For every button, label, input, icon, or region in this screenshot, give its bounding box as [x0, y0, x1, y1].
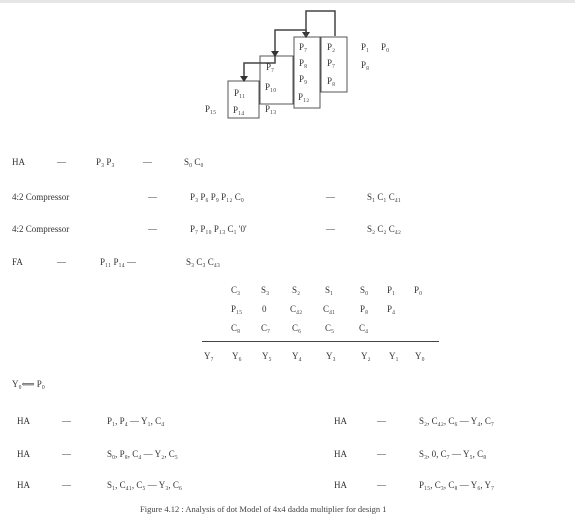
- dot-loose-2: P₈: [361, 60, 369, 70]
- step-1-dash: —: [57, 157, 66, 167]
- step-4-dash: —: [57, 257, 66, 267]
- sum-rule: [202, 341, 439, 342]
- step-4-inputs: P₁₁ P₁₄ —: [100, 257, 137, 267]
- dot-loose-0: P₁: [361, 42, 369, 52]
- result-y2: Y₂: [361, 351, 371, 361]
- final-left-2-op: HA: [17, 449, 30, 459]
- step-4-outputs: S₃ C₃ C₄₃: [186, 257, 221, 267]
- step-3-outputs: S₂ C₂ C₄₂: [367, 224, 402, 234]
- final-left-1-expr: P₁, P₄ — Y₁, C₄: [107, 416, 165, 426]
- step-1-op: HA: [12, 157, 25, 167]
- result-y1: Y₁: [389, 351, 399, 361]
- step-2-dash-2: —: [326, 192, 335, 202]
- step-1-outputs: S₀ C₀: [184, 157, 204, 167]
- result-y0: Y₀: [415, 351, 425, 361]
- column-box-2: [320, 36, 348, 93]
- dot-c3-1: P₁₀: [265, 82, 276, 92]
- final-left-3-op: HA: [17, 480, 30, 490]
- step-1-inputs: P₃ P₃: [96, 157, 115, 167]
- final-left-3-expr: S₁, C₄₁, C₅ — Y₃, C₆: [107, 480, 183, 490]
- step-1-dash-2: —: [143, 157, 152, 167]
- result-y3: Y₃: [326, 351, 336, 361]
- matrix-r3-c2: C₇: [261, 323, 271, 333]
- dot-c3-0: P₇: [266, 62, 274, 72]
- result-y5: Y₅: [262, 351, 272, 361]
- final-right-3-op: HA: [334, 480, 347, 490]
- column-box-3: [259, 55, 294, 105]
- matrix-r3-c1: C₈: [231, 323, 241, 333]
- top-border: [0, 0, 575, 3]
- matrix-r3-c3: C₆: [292, 323, 302, 333]
- step-2-inputs: P₃ P₆ P₉ P₁₂ C₀: [190, 192, 244, 202]
- arrow-line-3: [243, 56, 276, 80]
- y0-assignment: Y₀⟸ P₀: [12, 379, 45, 389]
- step-3-op: 4:2 Compressor: [12, 224, 70, 234]
- dot-loose-1: P₀: [381, 42, 389, 52]
- step-3-dash-2: —: [326, 224, 335, 234]
- step-3-inputs: P₇ P₁₀ P₁₃ C₁ '0': [190, 224, 247, 234]
- matrix-r1-c6: P₁: [387, 285, 396, 295]
- matrix-r2-c3: C₄₂: [290, 304, 303, 314]
- step-2-outputs: S₁ C₁ C₄₁: [367, 192, 402, 202]
- final-right-2-expr: S₃, 0, C₇ — Y₅, C₈: [419, 449, 487, 459]
- matrix-r1-c2: S₃: [261, 285, 270, 295]
- arrowhead-2: [271, 51, 279, 57]
- final-right-2-op: HA: [334, 449, 347, 459]
- column-box-1: [293, 36, 321, 109]
- result-y4: Y₄: [292, 351, 302, 361]
- matrix-r3-c4: C₅: [325, 323, 335, 333]
- dot-c1-0: P₇: [299, 42, 307, 52]
- dot-c4-0: P₁₁: [234, 88, 245, 98]
- matrix-r2-c6: P₄: [387, 304, 396, 314]
- final-right-3-expr: P₁₅, C₃, C₈ — Y₆, Y₇: [419, 480, 495, 490]
- final-left-1-dash: —: [62, 416, 71, 426]
- dot-c1-2: P₉: [299, 74, 307, 84]
- step-3-dash: —: [148, 224, 157, 234]
- matrix-r1-c5: S₀: [360, 285, 369, 295]
- dot-c3-2: P₁₃: [265, 104, 276, 114]
- final-left-3-dash: —: [62, 480, 71, 490]
- matrix-r2-c5: P₈: [360, 304, 369, 314]
- figure-caption: Figure 4.12 : Analysis of dot Model of 4…: [140, 504, 387, 514]
- step-2-dash: —: [148, 192, 157, 202]
- arrow-line-1: [305, 10, 336, 36]
- final-left-2-expr: S₀, P₈, C₄ — Y₂, C₅: [107, 449, 178, 459]
- matrix-r2-c2: 0: [262, 304, 267, 314]
- result-y6: Y₆: [232, 351, 242, 361]
- dot-c1-3: P₁₂: [298, 92, 309, 102]
- final-right-1-expr: S₂, C₄₂, C₆ — Y₄, C₇: [419, 416, 495, 426]
- arrow-line-2: [274, 29, 307, 55]
- dot-loose-3: P₁₅: [205, 104, 216, 114]
- matrix-r2-c1: P₁₅: [231, 304, 243, 314]
- dot-c1-1: P₈: [299, 58, 307, 68]
- step-4-op: FA: [12, 257, 23, 267]
- dot-c2-2: P₈: [327, 76, 335, 86]
- matrix-r1-c3: S₂: [292, 285, 301, 295]
- matrix-r1-c4: S₁: [325, 285, 334, 295]
- matrix-r1-c1: C₃: [231, 285, 241, 295]
- final-right-3-dash: —: [377, 480, 386, 490]
- final-right-1-dash: —: [377, 416, 386, 426]
- dot-c2-0: P₂: [327, 42, 335, 52]
- dot-c2-1: P₇: [327, 58, 335, 68]
- dot-c4-1: P₁₄: [233, 105, 244, 115]
- arrowhead-3: [240, 76, 248, 82]
- final-left-1-op: HA: [17, 416, 30, 426]
- final-right-2-dash: —: [377, 449, 386, 459]
- matrix-r3-c5: C₄: [359, 323, 369, 333]
- final-left-2-dash: —: [62, 449, 71, 459]
- step-2-op: 4:2 Compressor: [12, 192, 70, 202]
- matrix-r1-c7: P₀: [414, 285, 423, 295]
- matrix-r2-c4: C₄₁: [323, 304, 336, 314]
- final-right-1-op: HA: [334, 416, 347, 426]
- result-y7: Y₇: [204, 351, 214, 361]
